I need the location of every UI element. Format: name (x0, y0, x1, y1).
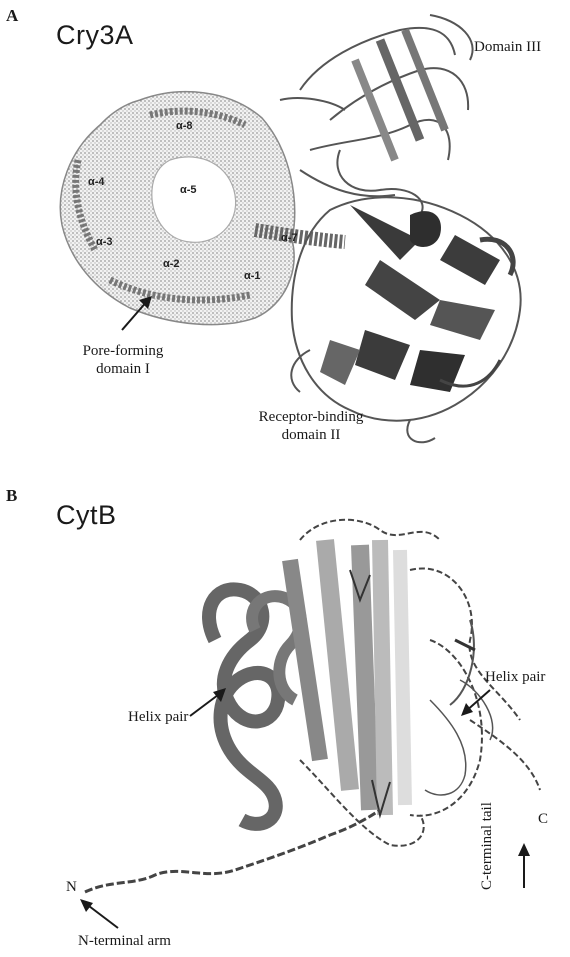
panel-a-title: Cry3A (56, 20, 134, 51)
panel-b-title: CytB (56, 500, 117, 531)
helix-label-7: α-7 (281, 232, 298, 244)
helix-label-4: α-4 (88, 176, 105, 188)
n-terminal-arm-label: N-terminal arm (78, 932, 171, 950)
domain3-structure (280, 15, 473, 215)
helix-label-3: α-3 (96, 236, 113, 248)
pore-domain-label-line2: domain I (58, 360, 188, 378)
pore-domain-label: Pore-forming domain I (58, 342, 188, 378)
receptor-domain-label: Receptor-binding domain II (226, 408, 396, 444)
domain3-label: Domain III (474, 38, 541, 56)
c-terminal-arrow (518, 843, 530, 888)
helix-label-8: α-8 (176, 120, 193, 132)
helix-pair-right-label: Helix pair (485, 668, 545, 686)
receptor-domain-label-line1: Receptor-binding (226, 408, 396, 426)
c-terminus-label: C (538, 810, 548, 828)
panel-b-letter: B (6, 486, 17, 506)
n-terminus-label: N (66, 878, 77, 896)
panel-a-letter: A (6, 6, 18, 26)
pore-domain-label-line1: Pore-forming (58, 342, 188, 360)
receptor-domain-label-line2: domain II (226, 426, 396, 444)
domain1-structure (60, 92, 345, 325)
helix-label-1: α-1 (244, 270, 261, 282)
n-terminal-arrow (80, 899, 118, 928)
helix-pair-left-label: Helix pair (128, 708, 188, 726)
helix-label-2: α-2 (163, 258, 180, 270)
helix-label-5: α-5 (180, 184, 197, 196)
c-terminal-tail-label: C-terminal tail (478, 802, 496, 890)
